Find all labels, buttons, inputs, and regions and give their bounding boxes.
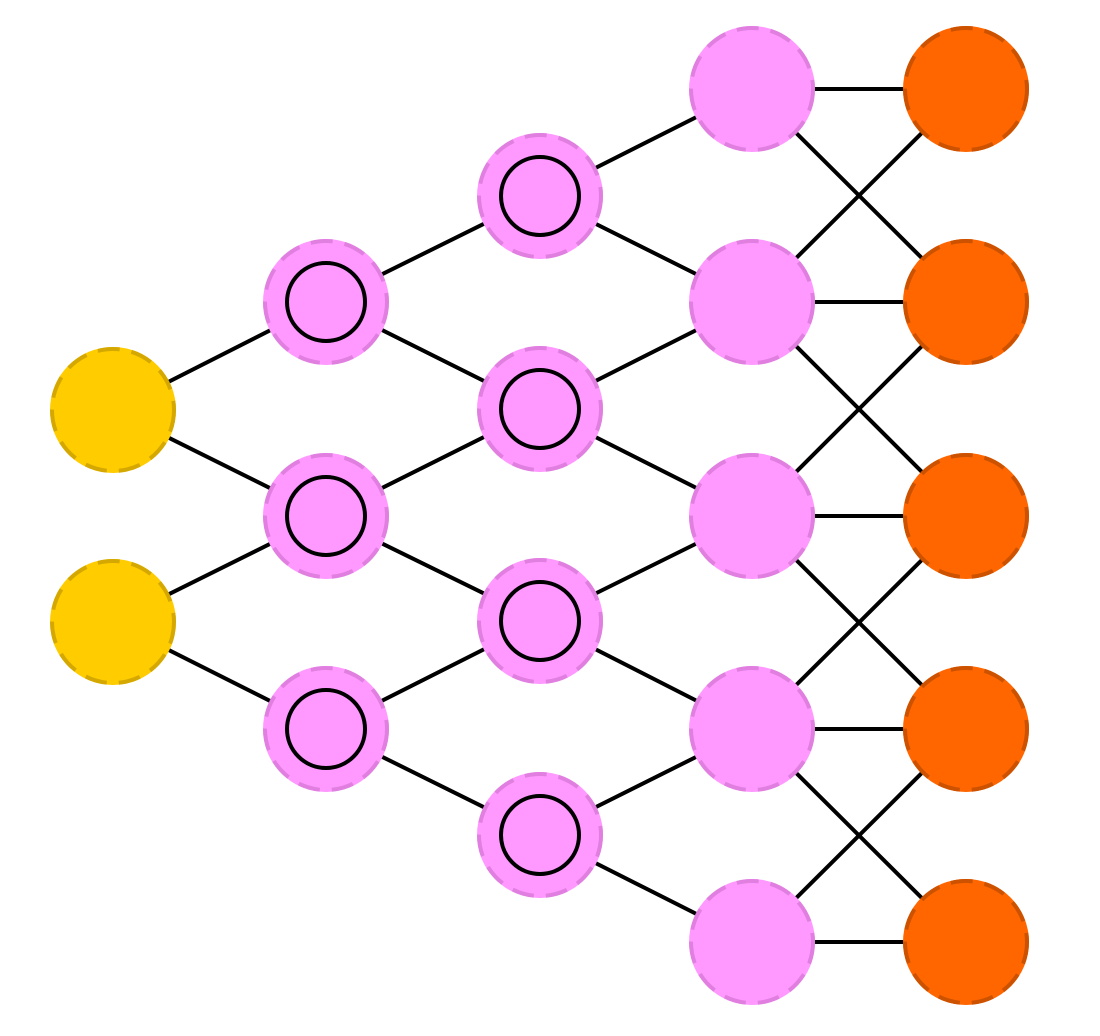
- node-hidden-1-3-ring-icon: [285, 688, 367, 770]
- node-input-2: [50, 559, 176, 685]
- node-output-2: [903, 239, 1029, 365]
- node-output-5-outline: [903, 879, 1029, 1005]
- node-output-4: [903, 666, 1029, 792]
- node-output-5-body: [903, 879, 1029, 1005]
- node-hidden-2-3-ring-icon: [499, 580, 581, 662]
- node-hidden-3-1: [689, 26, 815, 152]
- node-hidden-2-3-outline: [477, 558, 603, 684]
- node-output-4-body: [903, 666, 1029, 792]
- node-hidden-2-1-outline: [477, 133, 603, 259]
- node-hidden-3-5-outline: [689, 879, 815, 1005]
- node-hidden-1-2-body: [263, 453, 389, 579]
- node-hidden-2-2-outline: [477, 346, 603, 472]
- node-output-3-body: [903, 453, 1029, 579]
- node-input-2-outline: [50, 559, 176, 685]
- node-output-1-body: [903, 26, 1029, 152]
- node-hidden-3-3: [689, 453, 815, 579]
- node-hidden-2-4-body: [477, 772, 603, 898]
- node-hidden-2-4-outline: [477, 772, 603, 898]
- node-hidden-1-2-outline: [263, 453, 389, 579]
- node-hidden-2-1-body: [477, 133, 603, 259]
- node-hidden-1-1-ring-icon: [285, 261, 367, 343]
- node-hidden-2-4-ring-icon: [499, 794, 581, 876]
- node-hidden-3-2-body: [689, 239, 815, 365]
- node-hidden-3-2: [689, 239, 815, 365]
- node-hidden-1-3-body: [263, 666, 389, 792]
- node-hidden-2-4: [477, 772, 603, 898]
- node-hidden-1-3-outline: [263, 666, 389, 792]
- node-input-1-body: [50, 347, 176, 473]
- node-input-2-body: [50, 559, 176, 685]
- nodes-group: [50, 26, 1029, 1005]
- node-hidden-1-1: [263, 239, 389, 365]
- node-output-4-outline: [903, 666, 1029, 792]
- node-hidden-3-3-body: [689, 453, 815, 579]
- node-hidden-1-2-ring-icon: [285, 475, 367, 557]
- node-output-3: [903, 453, 1029, 579]
- node-hidden-1-1-outline: [263, 239, 389, 365]
- node-hidden-1-2: [263, 453, 389, 579]
- node-output-3-outline: [903, 453, 1029, 579]
- node-input-1-outline: [50, 347, 176, 473]
- node-hidden-3-4: [689, 666, 815, 792]
- node-hidden-3-1-body: [689, 26, 815, 152]
- node-hidden-2-2: [477, 346, 603, 472]
- node-hidden-3-4-body: [689, 666, 815, 792]
- node-hidden-3-4-outline: [689, 666, 815, 792]
- node-hidden-2-3-body: [477, 558, 603, 684]
- node-hidden-3-5: [689, 879, 815, 1005]
- node-hidden-2-1: [477, 133, 603, 259]
- node-output-2-outline: [903, 239, 1029, 365]
- node-hidden-3-5-body: [689, 879, 815, 1005]
- node-output-2-body: [903, 239, 1029, 365]
- node-output-1: [903, 26, 1029, 152]
- node-hidden-3-2-outline: [689, 239, 815, 365]
- node-hidden-1-1-body: [263, 239, 389, 365]
- node-output-1-outline: [903, 26, 1029, 152]
- node-hidden-2-3: [477, 558, 603, 684]
- node-hidden-1-3: [263, 666, 389, 792]
- node-output-5: [903, 879, 1029, 1005]
- node-hidden-3-3-outline: [689, 453, 815, 579]
- node-hidden-2-2-body: [477, 346, 603, 472]
- node-input-1: [50, 347, 176, 473]
- node-hidden-2-1-ring-icon: [499, 155, 581, 237]
- node-hidden-2-2-ring-icon: [499, 368, 581, 450]
- node-hidden-3-1-outline: [689, 26, 815, 152]
